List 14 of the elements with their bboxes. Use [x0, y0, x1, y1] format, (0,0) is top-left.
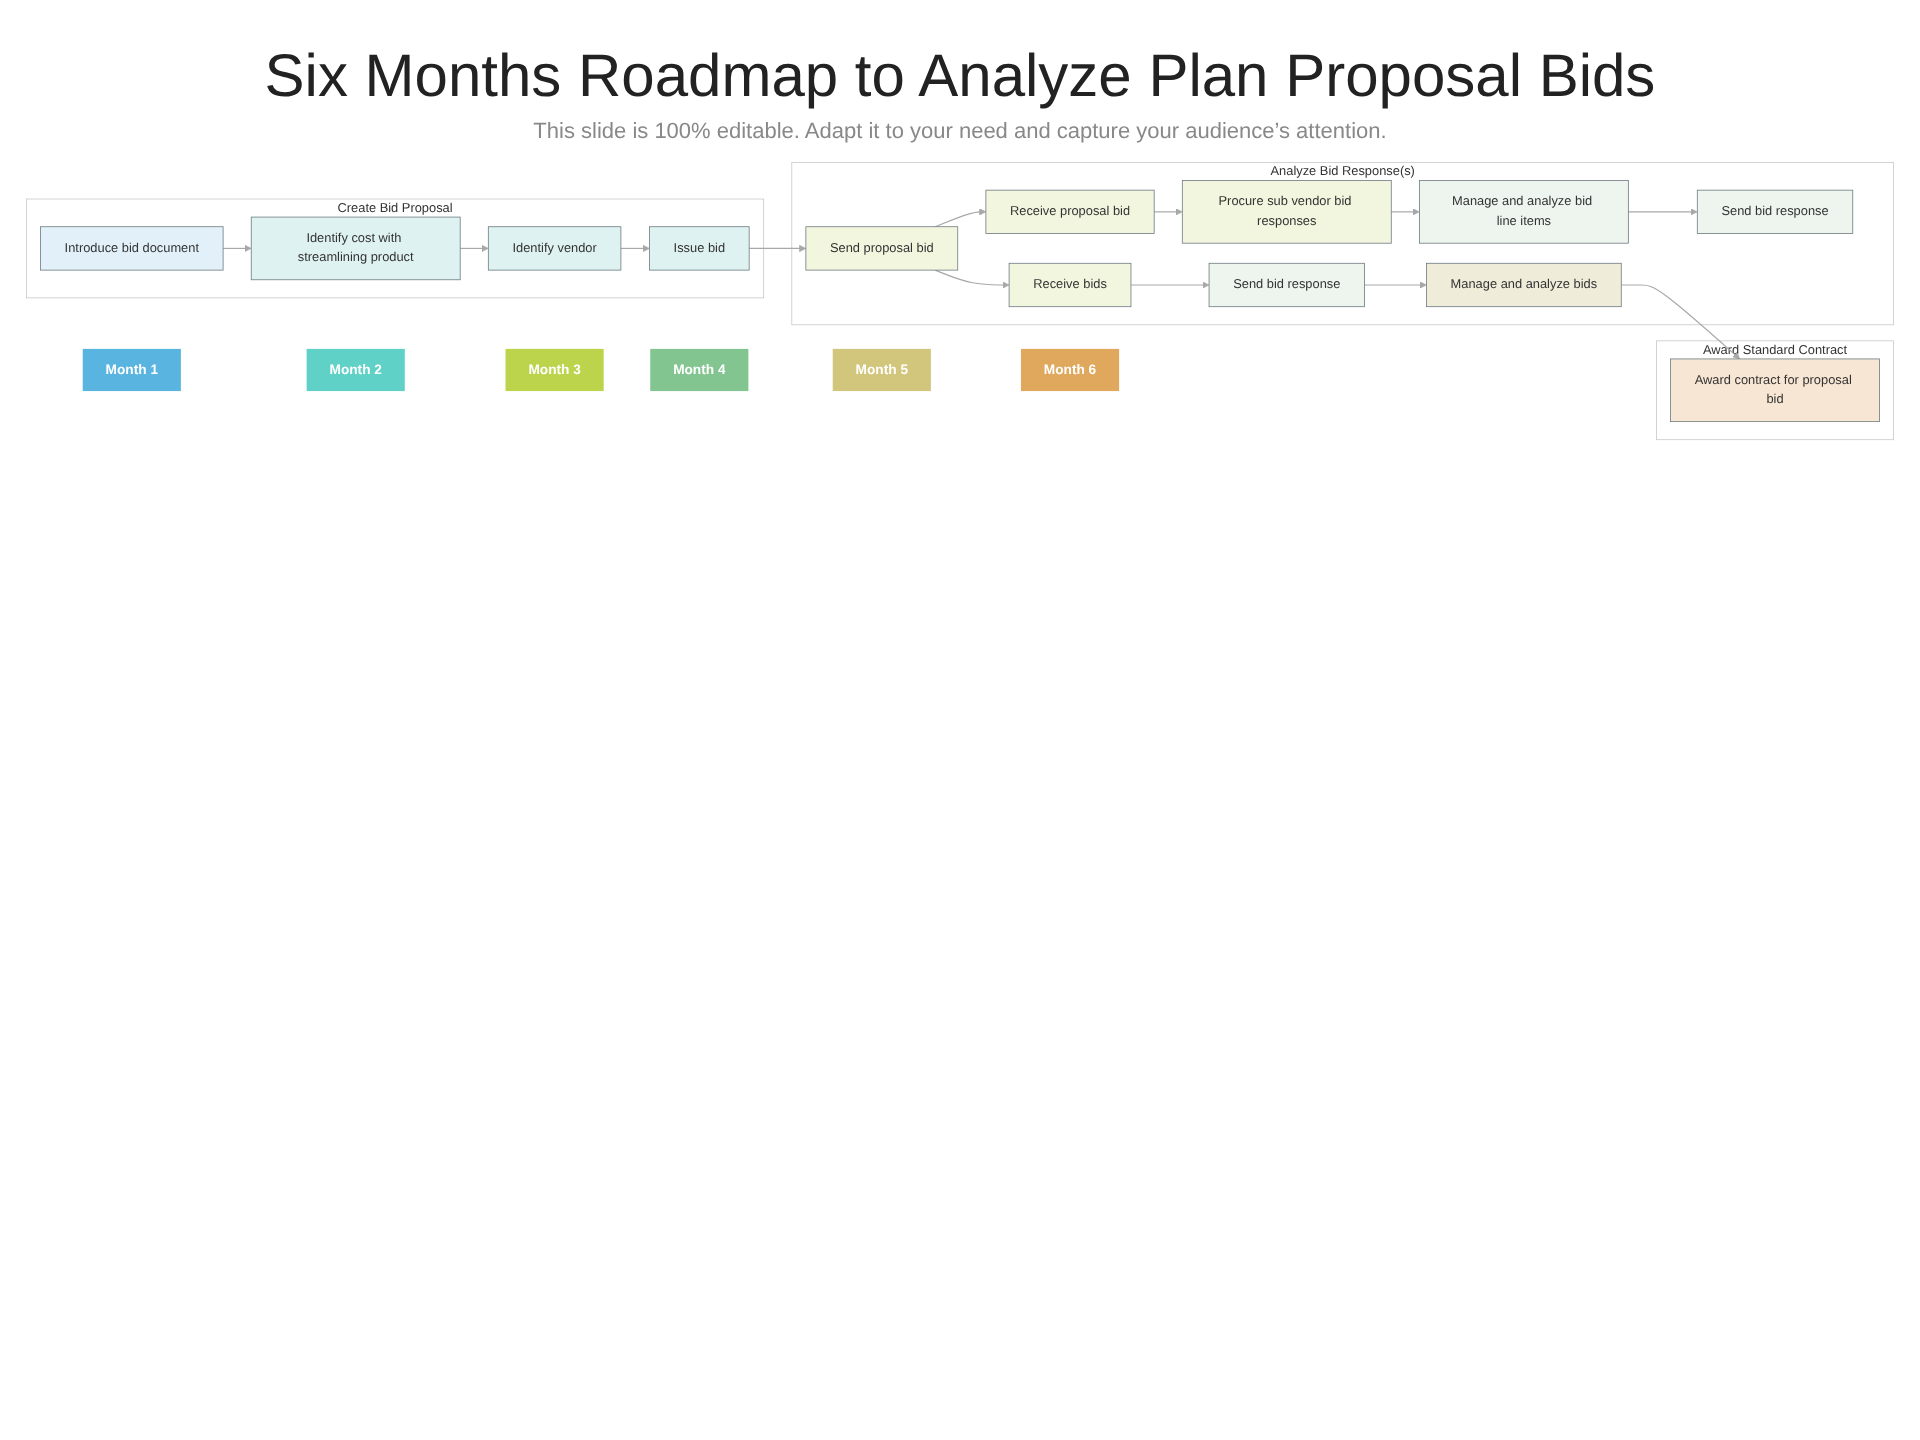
arrow: [1390, 208, 1420, 216]
title: Six Months Roadmap to Analyze Plan Proposal Bids: [262, 44, 1658, 112]
arrow: [748, 244, 807, 252]
arrow: [1363, 281, 1427, 289]
arrow: [459, 244, 489, 252]
caption: This slide is 100% editable. Adapt it to your need and capture your audience’s attention.: [531, 120, 1389, 144]
arrow: [934, 269, 1010, 289]
arrow: [620, 244, 650, 252]
arrow: [1627, 208, 1698, 216]
arrow: [1620, 284, 1741, 360]
arrow: [1153, 208, 1183, 216]
arrow: [222, 244, 252, 252]
arrow: [934, 208, 987, 228]
arrow: [1130, 281, 1210, 289]
